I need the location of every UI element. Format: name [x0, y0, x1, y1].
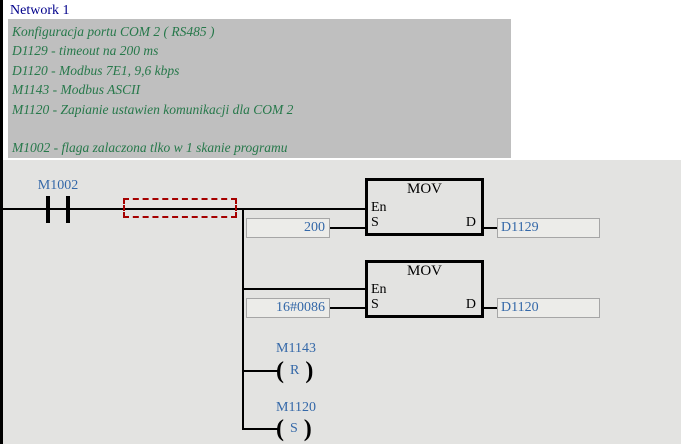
- source-wire-2: [330, 307, 365, 309]
- comment-line: M1120 - Zapianie ustawien komunikacji dl…: [12, 101, 294, 117]
- main-rung-wire: [3, 208, 365, 210]
- ladder-diagram-area: M1002 MOV En S D 200 D1129 MOV En S D 16…: [0, 160, 681, 444]
- comment-line: Konfiguracja portu COM 2 ( RS485 ): [12, 24, 215, 39]
- d-pin-label: D: [465, 215, 476, 230]
- s-pin-label: S: [371, 215, 379, 230]
- coil-label-m1120[interactable]: M1120: [276, 400, 316, 415]
- en-pin-label: En: [371, 282, 387, 297]
- source-operand-1[interactable]: 200: [246, 218, 330, 238]
- comment-line: M1143 - Modbus ASCII: [12, 82, 141, 98]
- coil-wire-2: [244, 428, 278, 430]
- coil-paren-open: (: [276, 358, 284, 384]
- s-pin-label: S: [371, 297, 379, 312]
- comment-line-blank: [12, 119, 511, 138]
- mov-instruction-1[interactable]: MOV En S D: [365, 178, 484, 236]
- network-comment-block[interactable]: Konfiguracja portu COM 2 ( RS485 ) D1129…: [8, 19, 511, 158]
- network-title[interactable]: Network 1: [10, 3, 70, 18]
- mov-instruction-2[interactable]: MOV En S D: [365, 260, 484, 318]
- contact-label[interactable]: M1002: [37, 178, 79, 193]
- power-rail: [0, 0, 3, 444]
- source-operand-2[interactable]: 16#0086: [246, 298, 330, 318]
- comment-line: D1120 - Modbus 7E1, 9,6 kbps: [12, 62, 180, 78]
- coil-letter: S: [290, 421, 298, 436]
- dest-operand-2[interactable]: D1120: [497, 298, 600, 318]
- comment-line: D1129 - timeout na 200 ms: [12, 43, 159, 59]
- branch-rail-wire: [242, 208, 244, 430]
- coil-paren-close: ): [305, 358, 314, 384]
- set-coil-symbol[interactable]: ( S ): [276, 417, 312, 441]
- dest-operand-1[interactable]: D1129: [497, 218, 600, 238]
- d-pin-label: D: [465, 297, 476, 312]
- contact-bar-left[interactable]: [46, 196, 50, 223]
- source-wire-1: [330, 227, 365, 229]
- coil-wire-1: [244, 370, 278, 372]
- coil-paren-open: (: [276, 416, 284, 442]
- coil-label-m1143[interactable]: M1143: [276, 341, 316, 356]
- comment-line: M1002 - flaga zalaczona tlko w 1 skanie …: [12, 140, 288, 156]
- dest-wire-2: [484, 307, 497, 309]
- coil-letter: R: [290, 363, 300, 378]
- coil-paren-close: ): [303, 416, 312, 442]
- mov-title: MOV: [406, 263, 442, 279]
- en-wire-2: [244, 288, 365, 290]
- en-pin-label: En: [371, 200, 387, 215]
- contact-bar-right[interactable]: [66, 196, 70, 223]
- mov-title: MOV: [406, 181, 442, 197]
- selection-box[interactable]: [123, 198, 237, 218]
- reset-coil-symbol[interactable]: ( R ): [276, 359, 313, 383]
- dest-wire-1: [484, 227, 497, 229]
